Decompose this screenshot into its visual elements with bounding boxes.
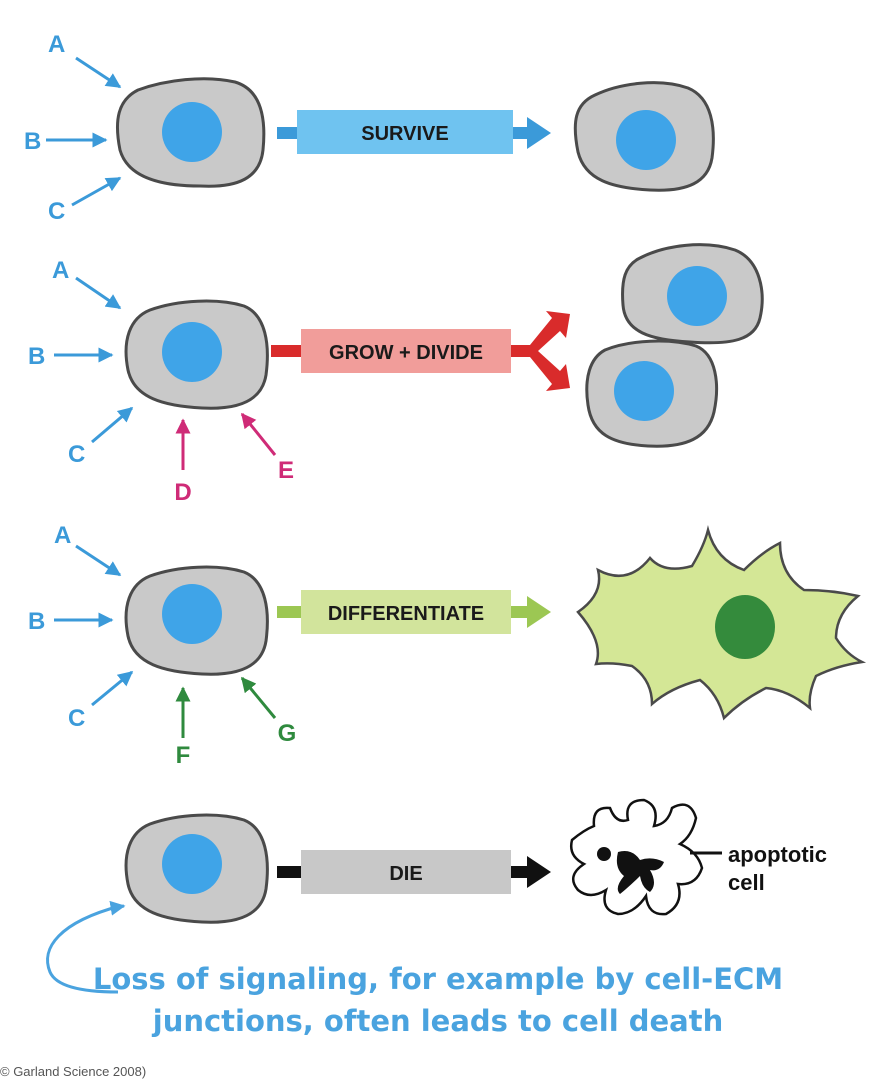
caption-pointer-arrow xyxy=(46,904,121,994)
differentiate-arrow: DIFFERENTIATE xyxy=(277,590,551,634)
signal-label: C xyxy=(68,705,85,732)
signal-label: B xyxy=(28,608,45,635)
cell xyxy=(573,81,715,192)
outcome-label: SURVIVE xyxy=(361,123,448,145)
signal-f: F xyxy=(175,686,191,769)
signal-b: B xyxy=(24,128,108,155)
signal-c: C xyxy=(68,406,134,468)
signal-label: A xyxy=(52,257,69,284)
differentiated-cell xyxy=(576,525,867,721)
signal-c: C xyxy=(68,670,134,732)
signal-c: C xyxy=(48,176,122,225)
survive-arrow: SURVIVE xyxy=(277,110,551,154)
signal-b: B xyxy=(28,343,114,370)
daughter-cell xyxy=(585,339,718,448)
cell xyxy=(116,77,266,188)
signal-label: E xyxy=(278,457,294,484)
apoptotic-cell: apoptotic cell xyxy=(570,798,827,916)
outcome-label: DIE xyxy=(389,863,422,885)
cell xyxy=(124,565,269,676)
signal-a: A xyxy=(54,522,122,577)
signal-label: A xyxy=(48,31,65,58)
nucleus xyxy=(162,584,222,644)
signal-b: B xyxy=(28,608,114,635)
signal-label: C xyxy=(48,198,65,225)
signal-label: B xyxy=(28,343,45,370)
signal-a: A xyxy=(52,257,122,310)
daughter-cell xyxy=(621,243,764,345)
signal-e: E xyxy=(240,412,294,484)
signal-label: A xyxy=(54,522,71,549)
die-arrow: DIE xyxy=(277,850,551,894)
nucleus xyxy=(162,322,222,382)
grow-divide-arrow: GROW + DIVIDE xyxy=(271,311,570,391)
signal-d: D xyxy=(174,418,192,506)
nuclear-fragment xyxy=(597,847,611,861)
signal-a: A xyxy=(48,31,122,89)
signal-g: G xyxy=(240,676,297,747)
outcome-label: GROW + DIVIDE xyxy=(329,342,483,364)
caption-arrowhead xyxy=(109,900,126,916)
nucleus xyxy=(614,361,674,421)
signal-label: B xyxy=(24,128,41,155)
nucleus xyxy=(162,102,222,162)
apoptotic-label-line2: cell xyxy=(728,870,765,895)
caption-line-2: junctions, often leads to cell death xyxy=(152,1004,724,1038)
nucleus xyxy=(162,834,222,894)
nucleus xyxy=(616,110,676,170)
signal-label: D xyxy=(174,479,191,506)
apoptotic-label-line1: apoptotic xyxy=(728,842,827,867)
fragmented-nucleus xyxy=(616,851,664,894)
signal-label: F xyxy=(176,742,191,769)
signal-label: C xyxy=(68,441,85,468)
cell xyxy=(124,299,269,410)
row-die: DIE apoptotic cell xyxy=(46,798,827,994)
row-grow-divide: A B C D E GROW + DIVIDE xyxy=(28,243,764,506)
nucleus xyxy=(667,266,727,326)
outcome-label: DIFFERENTIATE xyxy=(328,603,484,625)
row-differentiate: A B C F G DIFFERENTIATE xyxy=(28,522,867,769)
cell xyxy=(124,813,269,924)
signal-label: G xyxy=(278,720,297,747)
caption-line-1: Loss of signaling, for example by cell-E… xyxy=(92,962,784,996)
row-survive: A B C SURVIVE xyxy=(24,31,715,225)
nucleus xyxy=(715,595,775,659)
